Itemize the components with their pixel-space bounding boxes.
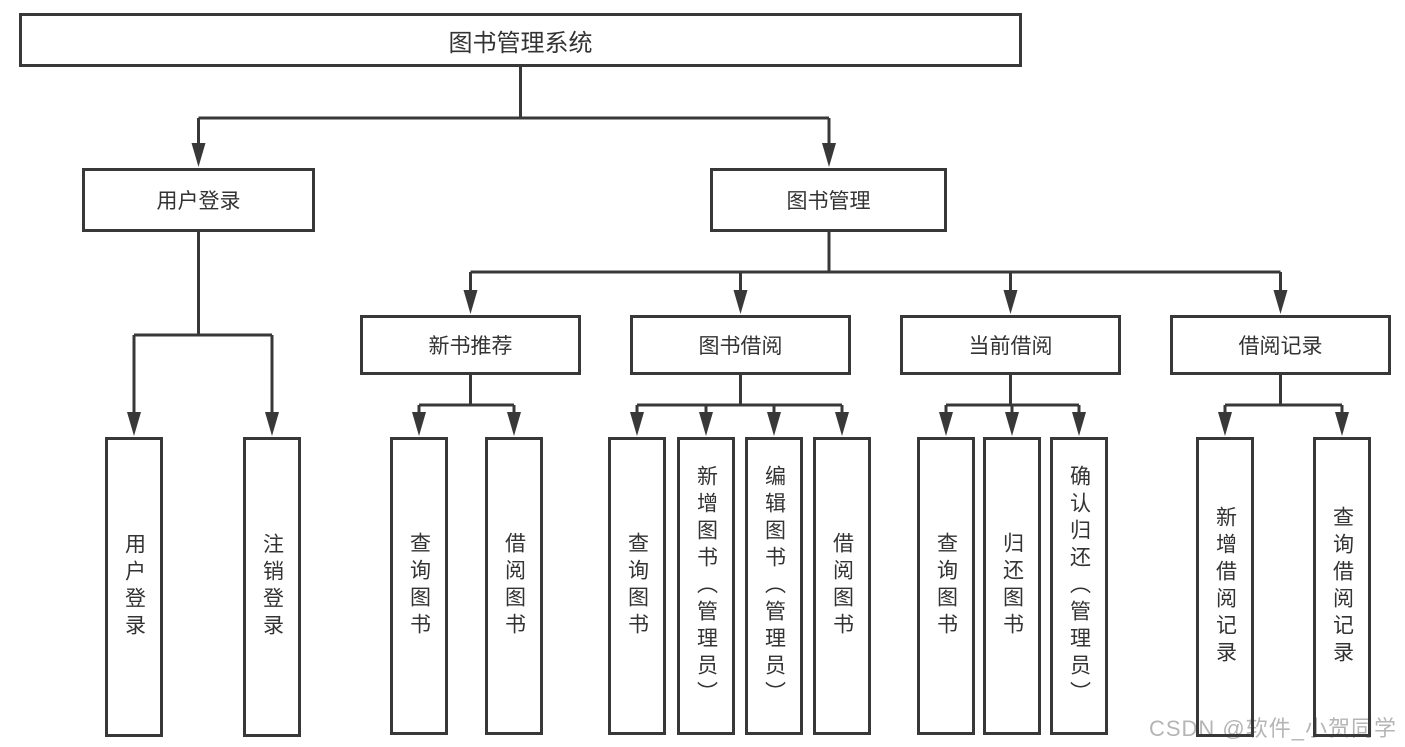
arrow-down-icon <box>939 412 953 436</box>
node-add-borrow-record-leaf: 新增借阅记录 <box>1196 437 1254 737</box>
node-library-management-system: 图书管理系统 <box>19 13 1022 67</box>
connector-borrow-to-children <box>635 375 844 418</box>
arrow-down-icon <box>1273 290 1288 314</box>
node-query-books-leaf: 查询图书 <box>390 437 448 735</box>
arrow-down-icon <box>127 412 141 436</box>
node-logout-leaf: 注销登录 <box>243 437 301 737</box>
node-borrow-books-leaf: 借阅图书 <box>485 437 543 735</box>
node-user-login-leaf: 用户登录 <box>105 437 163 737</box>
arrow-down-icon <box>1218 412 1232 436</box>
arrow-down-icon <box>1335 412 1349 436</box>
watermark: CSDN @软件_小贺同学 <box>1148 716 1397 741</box>
arrow-down-icon <box>191 143 206 167</box>
arrow-down-icon <box>767 412 781 436</box>
node-borrow-records: 借阅记录 <box>1170 315 1391 375</box>
arrow-down-icon <box>699 412 713 436</box>
node-return-books-leaf: 归还图书 <box>983 437 1041 735</box>
node-edit-books-admin-leaf: 编辑图书（管理员） <box>745 437 803 735</box>
node-new-book-recommend: 新书推荐 <box>360 315 581 375</box>
connector-bookmgmt-to-level3 <box>469 232 1282 295</box>
arrow-down-icon <box>1005 412 1019 436</box>
connector-root-to-level2 <box>197 67 831 150</box>
arrow-down-icon <box>412 412 426 436</box>
arrow-down-icon <box>733 290 748 314</box>
node-book-management-branch: 图书管理 <box>710 168 947 232</box>
connector-current-to-children <box>944 375 1081 418</box>
node-confirm-return-admin-leaf: 确认归还（管理员） <box>1050 437 1108 735</box>
arrow-down-icon <box>630 412 644 436</box>
node-query-borrow-record-leaf: 查询借阅记录 <box>1313 437 1371 737</box>
node-add-books-admin-leaf: 新增图书（管理员） <box>677 437 735 735</box>
connector-userlogin-to-children <box>132 232 274 418</box>
node-book-borrowing: 图书借阅 <box>630 315 851 375</box>
node-borrow-books-leaf: 借阅图书 <box>813 437 871 735</box>
arrow-down-icon <box>507 412 521 436</box>
arrow-down-icon <box>1072 412 1086 436</box>
arrow-down-icon <box>1003 290 1018 314</box>
arrow-down-icon <box>463 290 478 314</box>
arrow-down-icon <box>822 143 836 167</box>
node-query-books-leaf: 查询图书 <box>917 437 975 735</box>
node-current-borrowing: 当前借阅 <box>900 315 1121 375</box>
arrow-down-icon <box>265 412 279 436</box>
connector-records-to-children <box>1223 375 1344 418</box>
arrow-down-icon <box>835 412 849 436</box>
node-user-login-branch: 用户登录 <box>82 168 315 232</box>
connector-newbooks-to-children <box>417 375 516 418</box>
node-query-books-leaf: 查询图书 <box>608 437 666 735</box>
